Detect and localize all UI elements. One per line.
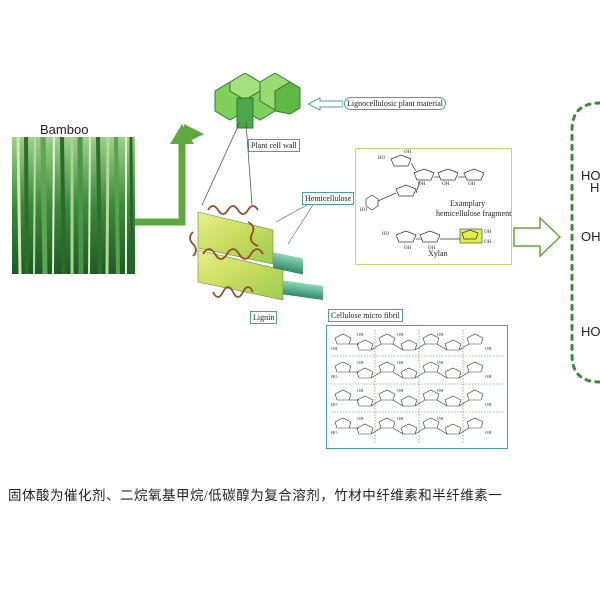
- cellulose-structure-box: OH OH OH OH OH HO OH OH OH OH HO OH OH OH OH HO OH OH O…: [326, 325, 508, 449]
- hemicellulose-structure-box: HO OH OH OH OH HO HO OH OH OH OH Examplary hem…: [355, 148, 512, 265]
- svg-text:OH: OH: [485, 374, 492, 379]
- product-text-ho-2: HO: [581, 324, 600, 339]
- svg-text:HO: HO: [331, 374, 338, 379]
- svg-text:OH: OH: [437, 360, 444, 365]
- label-plant-cell-wall: Plant cell wall: [248, 139, 300, 152]
- cell-wall-fiber: [189, 199, 323, 301]
- svg-text:HO: HO: [378, 156, 386, 161]
- svg-text:OH: OH: [437, 388, 444, 393]
- arrow-to-lignocellulosic: [308, 97, 343, 111]
- svg-text:OH: OH: [357, 332, 364, 337]
- label-exemplary-fragment-1: Examplary: [450, 199, 486, 208]
- svg-text:OH: OH: [331, 346, 338, 351]
- bamboo-photo: [12, 137, 135, 274]
- plant-cell-hexagons: [214, 73, 301, 129]
- label-xylan: Xylan: [428, 249, 448, 258]
- svg-text:OH: OH: [357, 416, 364, 421]
- arrow-to-products: [513, 216, 562, 258]
- svg-text:OH: OH: [437, 332, 444, 337]
- svg-text:OH: OH: [484, 230, 492, 235]
- product-text-h: H: [590, 180, 600, 195]
- svg-text:OH: OH: [357, 388, 364, 393]
- label-lignin: Lignin: [250, 311, 278, 324]
- svg-text:OH: OH: [397, 388, 404, 393]
- products-panel: [570, 101, 600, 384]
- hemicellulose-molecules: HO OH OH OH OH HO HO OH OH OH OH: [360, 150, 492, 251]
- svg-text:OH: OH: [357, 360, 364, 365]
- svg-text:HO: HO: [331, 402, 338, 407]
- flow-arrow-bamboo: [135, 124, 204, 226]
- svg-text:OH: OH: [437, 416, 444, 421]
- svg-text:OH: OH: [485, 346, 492, 351]
- product-text-ho-1: HO: [581, 168, 600, 183]
- svg-text:OH: OH: [468, 182, 476, 187]
- svg-text:OH: OH: [485, 430, 492, 435]
- label-exemplary-fragment-2: hemicellulose fragment: [436, 209, 512, 218]
- svg-text:OH: OH: [397, 416, 404, 421]
- svg-text:OH: OH: [397, 360, 404, 365]
- svg-text:HO: HO: [360, 208, 368, 213]
- bamboo-title: Bamboo: [40, 122, 89, 137]
- product-text-oh: OH: [581, 229, 600, 244]
- label-hemicellulose: Hemicellulose: [302, 192, 355, 205]
- svg-text:OH: OH: [485, 402, 492, 407]
- svg-text:OH: OH: [404, 246, 412, 251]
- svg-text:OH: OH: [428, 246, 436, 251]
- label-lignocellulosic: Lignocellulosic plant material: [344, 97, 446, 110]
- label-cellulose-microfibril: Cellulose micro fibril: [328, 309, 403, 322]
- svg-text:HO: HO: [331, 430, 338, 435]
- svg-text:OH: OH: [404, 150, 412, 155]
- svg-text:OH: OH: [442, 182, 450, 187]
- svg-text:OH: OH: [418, 182, 426, 187]
- svg-text:OH: OH: [484, 240, 492, 245]
- caption-text: 固体酸为催化剂、二烷氧基甲烷/低碳醇为复合溶剂，竹材中纤维素和半纤维素一: [8, 488, 503, 503]
- zoom-lines: [201, 121, 253, 206]
- cellulose-chains: OH OH OH OH OH HO OH OH OH OH HO OH OH OH OH HO OH OH O…: [331, 330, 503, 444]
- svg-text:OH: OH: [397, 332, 404, 337]
- svg-text:HO: HO: [382, 232, 390, 237]
